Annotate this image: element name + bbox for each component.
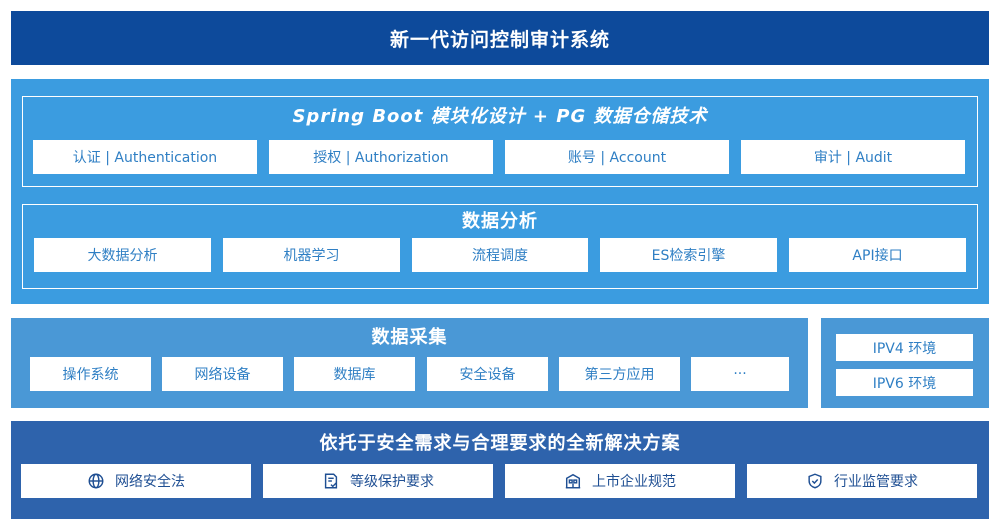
module-audit: 审计 | Audit	[741, 140, 965, 174]
module-authentication: 认证 | Authentication	[33, 140, 257, 174]
shield-icon	[806, 472, 824, 490]
compliance-title: 依托于安全需求与合理要求的全新解决方案	[319, 433, 681, 454]
module-authorization: 授权 | Authorization	[269, 140, 493, 174]
collection-item-database: 数据库	[294, 357, 415, 391]
data-analysis-title: 数据分析	[462, 211, 538, 232]
compliance-item-classified-protection: 等级保护要求	[263, 464, 493, 498]
system-title-banner: 新一代访问控制审计系统	[11, 11, 989, 65]
collection-item-network-device: 网络设备	[162, 357, 283, 391]
analysis-item-workflow: 流程调度	[412, 238, 588, 272]
compliance-item-label: 行业监管要求	[834, 474, 918, 490]
env-ipv6: IPV6 环境	[836, 369, 973, 396]
collection-item-more: ···	[691, 357, 789, 391]
spring-boot-title: Spring Boot 模块化设计 + PG 数据仓储技术	[292, 106, 708, 127]
analysis-item-big-data: 大数据分析	[34, 238, 211, 272]
spring-boot-frame	[22, 96, 978, 187]
collection-item-third-party: 第三方应用	[559, 357, 680, 391]
compliance-item-cybersecurity-law: 网络安全法	[21, 464, 251, 498]
compliance-item-label: 等级保护要求	[350, 474, 434, 490]
globe-icon	[87, 472, 105, 490]
collection-item-security-device: 安全设备	[427, 357, 548, 391]
env-ipv4: IPV4 环境	[836, 334, 973, 361]
system-title: 新一代访问控制审计系统	[389, 28, 610, 51]
building-icon	[564, 472, 582, 490]
collection-item-os: 操作系统	[30, 357, 151, 391]
data-analysis-frame	[22, 204, 978, 289]
compliance-item-label: 网络安全法	[115, 474, 185, 490]
analysis-item-machine-learning: 机器学习	[223, 238, 400, 272]
compliance-item-label: 上市企业规范	[592, 474, 676, 490]
compliance-item-industry-regulation: 行业监管要求	[747, 464, 977, 498]
module-account: 账号 | Account	[505, 140, 729, 174]
document-check-icon	[322, 472, 340, 490]
data-collection-title: 数据采集	[371, 327, 448, 348]
analysis-item-es-search: ES检索引擎	[600, 238, 777, 272]
analysis-item-api: API接口	[789, 238, 966, 272]
compliance-item-listed-company: 上市企业规范	[505, 464, 735, 498]
